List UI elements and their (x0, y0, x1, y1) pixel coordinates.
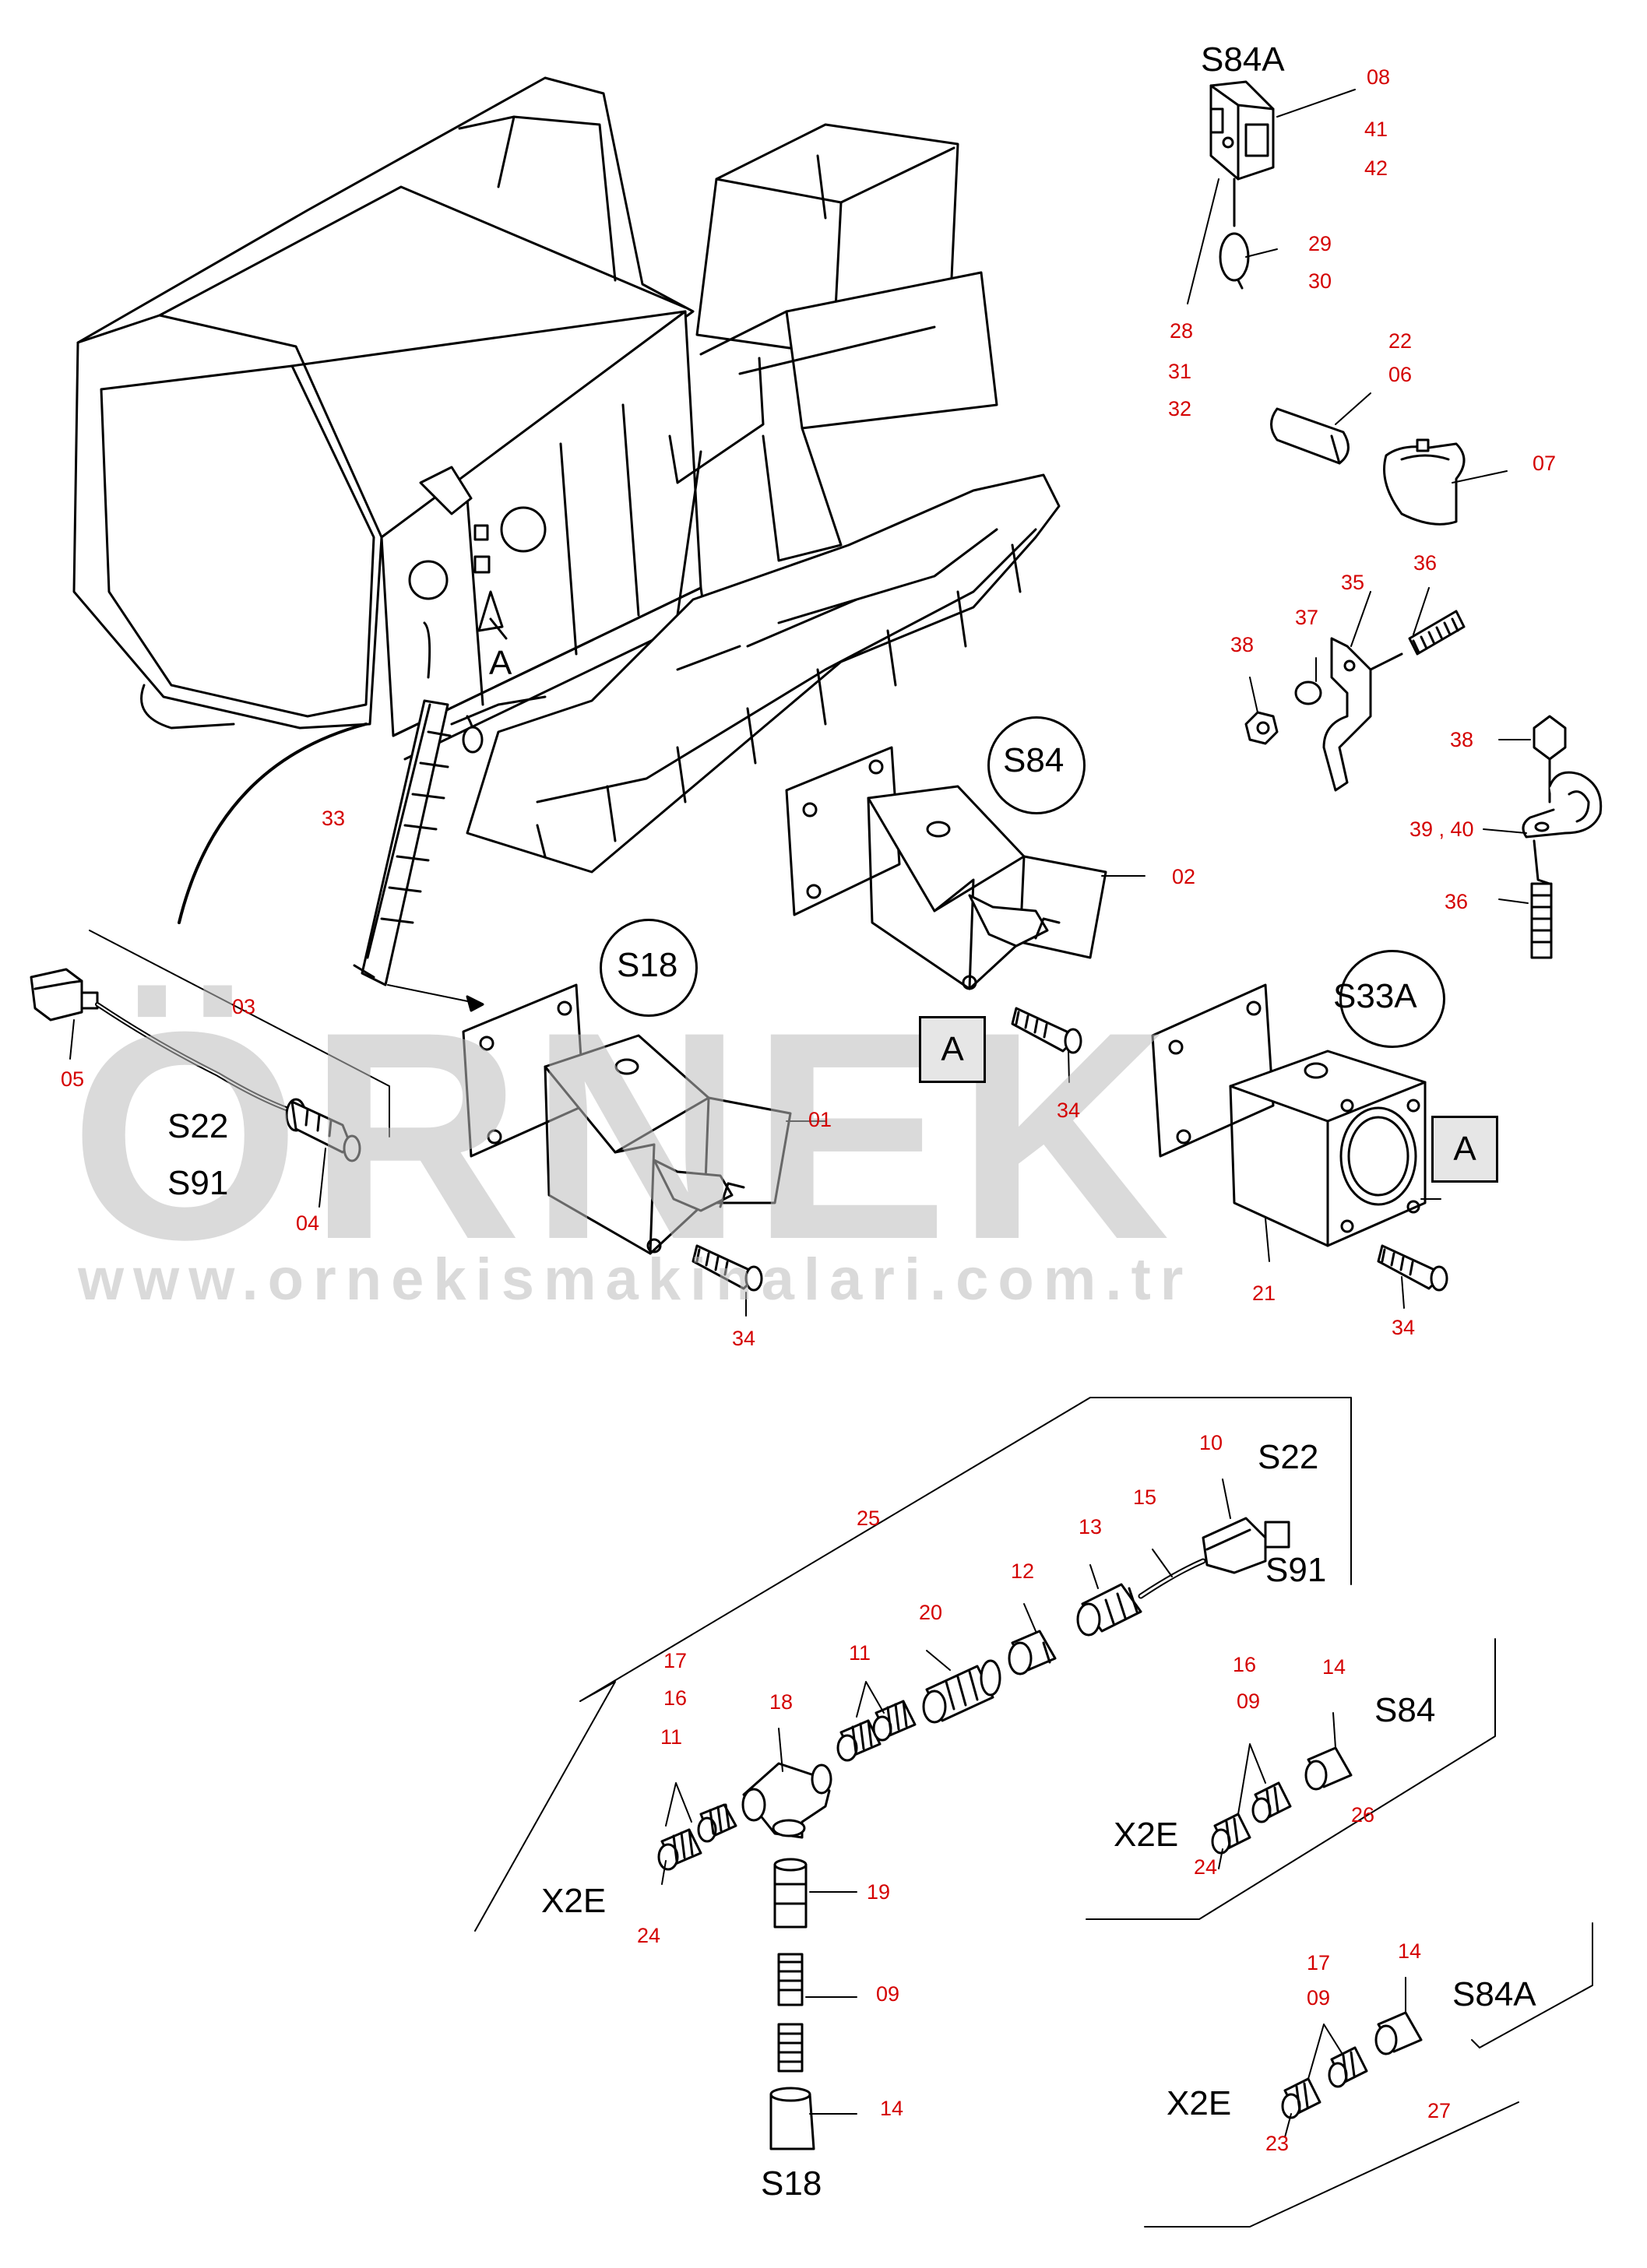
label-x2e-s84a: X2E (1167, 2084, 1232, 2122)
part-08: 08 (1367, 65, 1391, 89)
watermark-brand: ÖRNEK (70, 970, 1178, 1301)
label-s33a: S33A (1333, 977, 1417, 1015)
callout-ring-s33a (1339, 950, 1445, 1048)
part-42: 42 (1364, 156, 1388, 180)
part-12: 12 (1011, 1559, 1035, 1583)
part-09-s84: 09 (1237, 1690, 1261, 1713)
part-05: 05 (61, 1067, 85, 1091)
part-02: 02 (1172, 865, 1196, 888)
part-31: 31 (1168, 360, 1192, 383)
label-s84-kit: S84 (1374, 1691, 1436, 1729)
label-s91-left: S91 (167, 1164, 229, 1202)
callout-ring-s84 (987, 716, 1086, 814)
part-17-main: 17 (663, 1649, 688, 1672)
s84a-switch-drawing (1187, 80, 1603, 959)
part-36-top: 36 (1413, 551, 1438, 575)
part-03: 03 (232, 995, 256, 1018)
part-27: 27 (1427, 2099, 1452, 2122)
label-s22-kit: S22 (1258, 1438, 1319, 1476)
part-32: 32 (1168, 397, 1192, 420)
label-s84a-kit: S84A (1452, 1975, 1536, 2013)
part-21: 21 (1252, 1282, 1276, 1305)
part-19: 19 (867, 1880, 891, 1904)
part-34-s18: 34 (732, 1327, 756, 1350)
part-17-s84a: 17 (1307, 1951, 1331, 1974)
part-14-s84a: 14 (1398, 1939, 1422, 1963)
sensor-cable-drawing (30, 930, 390, 1208)
part-25: 25 (857, 1507, 881, 1530)
part-41: 41 (1364, 118, 1388, 141)
part-15: 15 (1133, 1486, 1157, 1509)
part-04: 04 (296, 1211, 320, 1235)
part-38-left: 38 (1230, 633, 1255, 656)
label-s84: S84 (1003, 741, 1065, 779)
label-a-pointer: A (489, 644, 512, 682)
part-11-left: 11 (660, 1725, 683, 1749)
label-s84a-top: S84A (1201, 40, 1285, 79)
s18-guard-drawing (462, 983, 826, 1317)
part-24-s84: 24 (1194, 1855, 1218, 1879)
part-39-40: 39 , 40 (1409, 818, 1474, 841)
part-34-s33a: 34 (1392, 1316, 1416, 1339)
part-18: 18 (769, 1690, 794, 1714)
s84-guard-drawing (785, 746, 1146, 1083)
watermark-url: www.ornekismakinalari.com.tr (78, 1247, 1193, 1313)
excavator-drawing (72, 76, 1061, 1012)
part-26: 26 (1351, 1803, 1375, 1827)
part-35: 35 (1341, 571, 1365, 594)
part-14-s84: 14 (1322, 1655, 1346, 1679)
fitting-kits-drawing (474, 1397, 1593, 2228)
part-16-s84: 16 (1233, 1653, 1257, 1676)
part-23: 23 (1265, 2132, 1290, 2155)
part-22: 22 (1388, 329, 1413, 353)
part-36-bottom: 36 (1445, 890, 1469, 913)
s33a-guard-drawing (1151, 983, 1448, 1309)
part-38-right: 38 (1450, 728, 1474, 751)
part-30: 30 (1308, 269, 1332, 293)
part-06: 06 (1388, 363, 1413, 386)
label-s91-kit: S91 (1265, 1551, 1327, 1589)
label-x2e-s84: X2E (1114, 1816, 1179, 1854)
view-a-box-1: A (919, 1016, 986, 1083)
part-37: 37 (1295, 606, 1319, 629)
view-a-box-2: A (1431, 1116, 1498, 1183)
part-01: 01 (808, 1108, 832, 1131)
callout-ring-s18 (600, 919, 698, 1017)
label-s22-left: S22 (167, 1107, 229, 1145)
part-07: 07 (1533, 452, 1557, 475)
part-09-main: 09 (876, 1982, 900, 2006)
part-20: 20 (919, 1601, 943, 1624)
label-s18-kit: S18 (761, 2164, 822, 2203)
part-13: 13 (1079, 1515, 1103, 1538)
part-33: 33 (322, 807, 346, 830)
part-09-s84a: 09 (1307, 1986, 1331, 2010)
part-34-s84: 34 (1057, 1099, 1081, 1122)
part-10: 10 (1199, 1431, 1223, 1454)
label-s18: S18 (617, 946, 678, 984)
part-28: 28 (1170, 319, 1194, 343)
part-29: 29 (1308, 232, 1332, 255)
part-24-main: 24 (637, 1924, 661, 1947)
part-11-right: 11 (849, 1641, 871, 1665)
part-14-main: 14 (880, 2097, 904, 2120)
label-x2e-main: X2E (541, 1882, 607, 1920)
part-16-main: 16 (663, 1686, 688, 1710)
